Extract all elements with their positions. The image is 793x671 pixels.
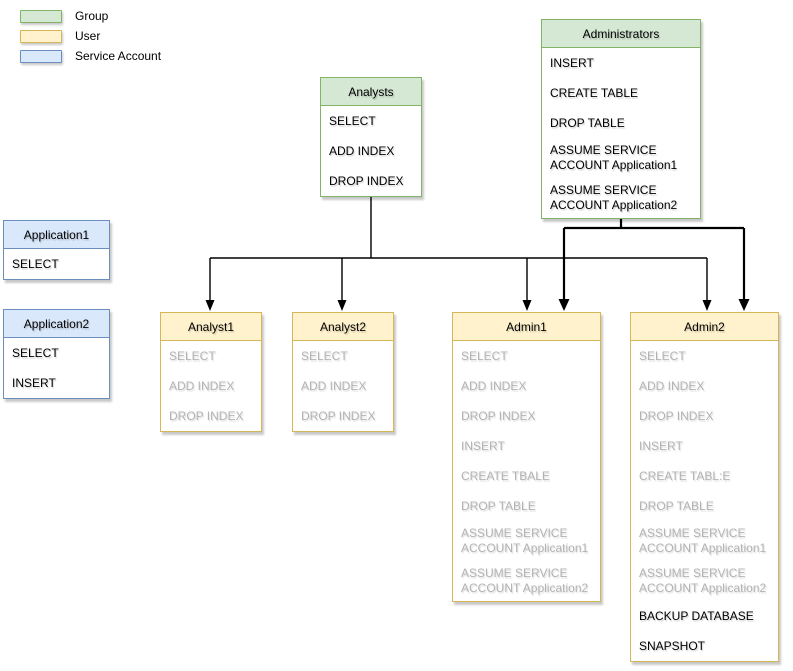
inherited-permission-row: ADD INDEX: [169, 378, 235, 393]
permission-row: SELECT: [12, 256, 59, 271]
arrowhead-admin2-left: [702, 300, 712, 311]
inherited-permission-row: DROP INDEX: [169, 408, 244, 423]
service-account-color-swatch: [20, 49, 62, 63]
node-admin1: Admin1 SELECT ADD INDEX DROP INDEX INSER…: [452, 312, 601, 602]
inherited-permission-row: ADD INDEX: [639, 378, 705, 393]
node-application2-title: Application2: [4, 310, 109, 338]
permission-row: DROP INDEX: [329, 173, 404, 188]
inherited-permission-row: ASSUME SERVICE ACCOUNT Application1: [461, 526, 589, 555]
node-application1-title: Application1: [4, 221, 109, 249]
inherited-permission-row: CREATE TABL:E: [639, 468, 731, 483]
node-administrators: Administrators INSERT CREATE TABLE DROP …: [541, 19, 701, 219]
permission-row: DROP TABLE: [550, 115, 625, 130]
node-application1: Application1 SELECT: [3, 220, 110, 280]
user-color-swatch: [20, 29, 62, 43]
arrowhead-admin1-right: [558, 299, 570, 311]
node-analyst2: Analyst2 SELECT ADD INDEX DROP INDEX: [292, 312, 394, 432]
connector-administrators-to-admins: [558, 217, 750, 311]
legend-item-user: User: [20, 26, 161, 46]
legend: Group User Service Account: [20, 6, 161, 66]
node-admin1-title: Admin1: [453, 313, 600, 341]
legend-item-group: Group: [20, 6, 161, 26]
inherited-permission-row: CREATE TBALE: [461, 468, 550, 483]
legend-item-service-account: Service Account: [20, 46, 161, 66]
permission-row: ASSUME SERVICE ACCOUNT Application2: [550, 183, 678, 212]
arrowhead-admin2-right: [738, 299, 750, 311]
permission-row: ASSUME SERVICE ACCOUNT Application1: [550, 143, 678, 172]
inherited-permission-row: INSERT: [639, 438, 683, 453]
inherited-permission-row: DROP INDEX: [461, 408, 536, 423]
legend-label: Group: [75, 9, 109, 23]
permission-row: BACKUP DATABASE: [639, 608, 754, 623]
node-analysts-title: Analysts: [321, 78, 421, 106]
arrowhead-analyst1: [205, 300, 215, 311]
inherited-permission-row: ADD INDEX: [461, 378, 527, 393]
inherited-permission-row: SELECT: [169, 348, 216, 363]
node-admin2: Admin2 SELECT ADD INDEX DROP INDEX INSER…: [630, 312, 779, 662]
node-analyst1-title: Analyst1: [161, 313, 261, 341]
node-admin2-title: Admin2: [631, 313, 778, 341]
node-analysts: Analysts SELECT ADD INDEX DROP INDEX: [320, 77, 422, 197]
inherited-permission-row: ASSUME SERVICE ACCOUNT Application2: [461, 566, 589, 595]
inherited-permission-row: ASSUME SERVICE ACCOUNT Application2: [639, 566, 767, 595]
arrowhead-admin1-left: [522, 300, 532, 311]
inherited-permission-row: DROP INDEX: [301, 408, 376, 423]
permission-row: SELECT: [329, 113, 376, 128]
inherited-permission-row: SELECT: [301, 348, 348, 363]
inherited-permission-row: DROP TABLE: [461, 498, 536, 513]
permission-row: INSERT: [550, 55, 594, 70]
permission-row: INSERT: [12, 375, 56, 390]
permission-row: SNAPSHOT: [639, 638, 706, 653]
connector-analysts-to-users: [205, 195, 712, 311]
group-color-swatch: [20, 9, 62, 23]
inherited-permission-row: SELECT: [639, 348, 686, 363]
inherited-permission-row: SELECT: [461, 348, 508, 363]
inherited-permission-row: DROP TABLE: [639, 498, 714, 513]
legend-label: Service Account: [75, 49, 162, 63]
permission-row: ADD INDEX: [329, 143, 395, 158]
inherited-permission-row: DROP INDEX: [639, 408, 714, 423]
permission-row: CREATE TABLE: [550, 85, 639, 100]
inherited-permission-row: INSERT: [461, 438, 505, 453]
node-administrators-title: Administrators: [542, 20, 700, 48]
arrowhead-analyst2: [337, 300, 347, 311]
node-analyst2-title: Analyst2: [293, 313, 393, 341]
legend-label: User: [75, 29, 101, 43]
permission-row: SELECT: [12, 345, 59, 360]
node-application2: Application2 SELECT INSERT: [3, 309, 110, 399]
inherited-permission-row: ADD INDEX: [301, 378, 367, 393]
inherited-permission-row: ASSUME SERVICE ACCOUNT Application1: [639, 526, 767, 555]
node-analyst1: Analyst1 SELECT ADD INDEX DROP INDEX: [160, 312, 262, 432]
